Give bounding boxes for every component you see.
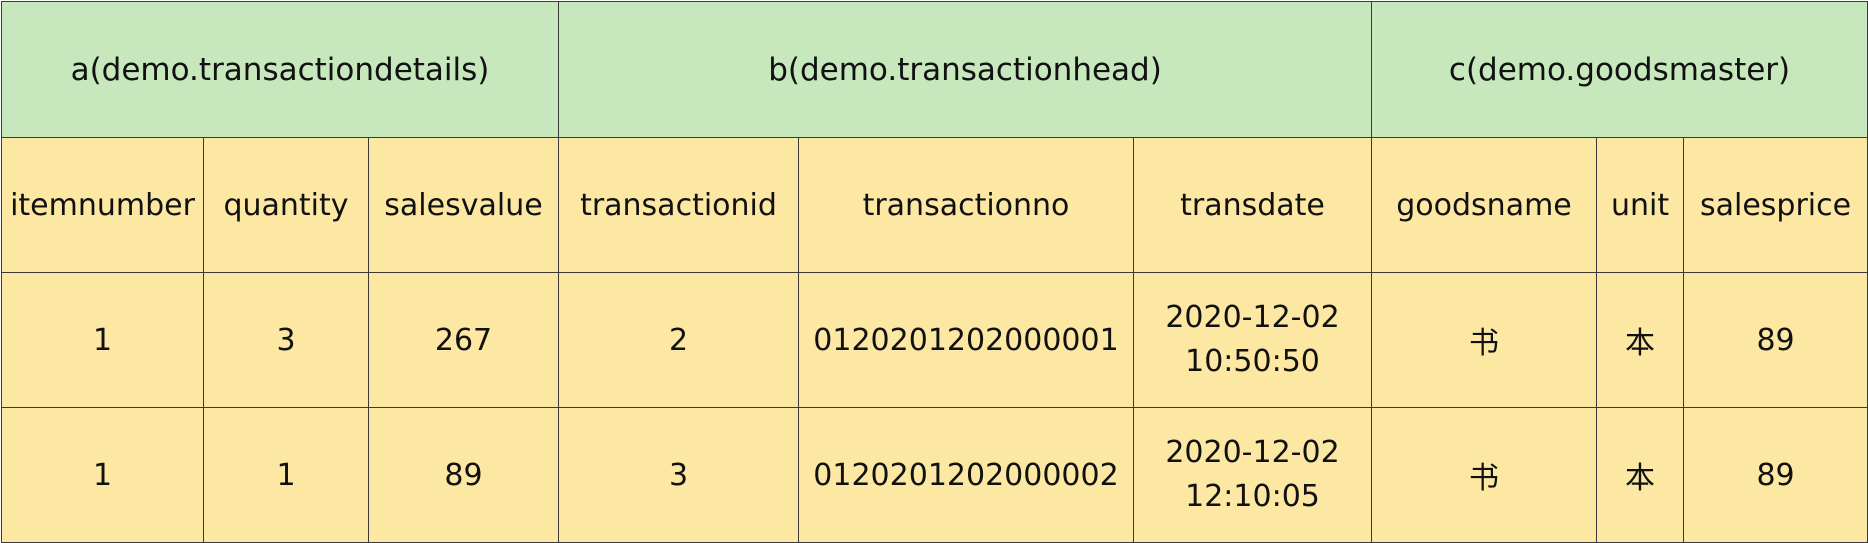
- group-header-transactiondetails: a(demo.transactiondetails): [1, 1, 559, 138]
- column-header-transactionid: transactionid: [558, 137, 799, 273]
- cell-quantity: 1: [203, 407, 369, 543]
- cell-salesprice: 89: [1683, 272, 1868, 408]
- table-row: 1 3 267 2 0120201202000001 2020-12-02 10…: [1, 272, 1868, 408]
- cell-transdate-time: 10:50:50: [1185, 344, 1320, 379]
- cell-salesvalue: 89: [368, 407, 559, 543]
- cell-salesprice: 89: [1683, 407, 1868, 543]
- cell-salesvalue: 267: [368, 272, 559, 408]
- cell-transdate-date: 2020-12-02: [1165, 435, 1340, 470]
- group-header-transactionhead: b(demo.transactionhead): [557, 1, 1373, 138]
- column-header-unit: unit: [1596, 137, 1685, 273]
- cell-transdate: 2020-12-02 10:50:50: [1132, 272, 1373, 408]
- cell-transactionno: 0120201202000001: [798, 272, 1134, 408]
- cell-transdate-date: 2020-12-02: [1165, 300, 1340, 335]
- cell-itemnumber: 1: [1, 272, 204, 408]
- column-header-itemnumber: itemnumber: [1, 137, 204, 273]
- cell-transactionid: 3: [558, 407, 799, 543]
- cell-quantity: 3: [203, 272, 369, 408]
- table-column-header-row: itemnumber quantity salesvalue transacti…: [1, 137, 1868, 273]
- column-header-quantity: quantity: [203, 137, 369, 273]
- column-header-transactionno: transactionno: [798, 137, 1134, 273]
- column-header-transdate: transdate: [1132, 137, 1373, 273]
- cell-unit: 本: [1596, 272, 1685, 408]
- cell-transactionid: 2: [558, 272, 799, 408]
- cell-itemnumber: 1: [1, 407, 204, 543]
- cell-unit: 本: [1596, 407, 1685, 543]
- cell-transdate: 2020-12-02 12:10:05: [1132, 407, 1373, 543]
- table-group-header-row: a(demo.transactiondetails) b(demo.transa…: [1, 1, 1868, 138]
- column-header-goodsname: goodsname: [1371, 137, 1598, 273]
- cell-goodsname: 书: [1371, 407, 1598, 543]
- cell-transactionno: 0120201202000002: [798, 407, 1134, 543]
- group-header-goodsmaster: c(demo.goodsmaster): [1371, 1, 1868, 138]
- column-header-salesvalue: salesvalue: [368, 137, 559, 273]
- table-row: 1 1 89 3 0120201202000002 2020-12-02 12:…: [1, 407, 1868, 543]
- cell-transdate-time: 12:10:05: [1185, 479, 1320, 514]
- column-header-salesprice: salesprice: [1683, 137, 1868, 273]
- cell-goodsname: 书: [1371, 272, 1598, 408]
